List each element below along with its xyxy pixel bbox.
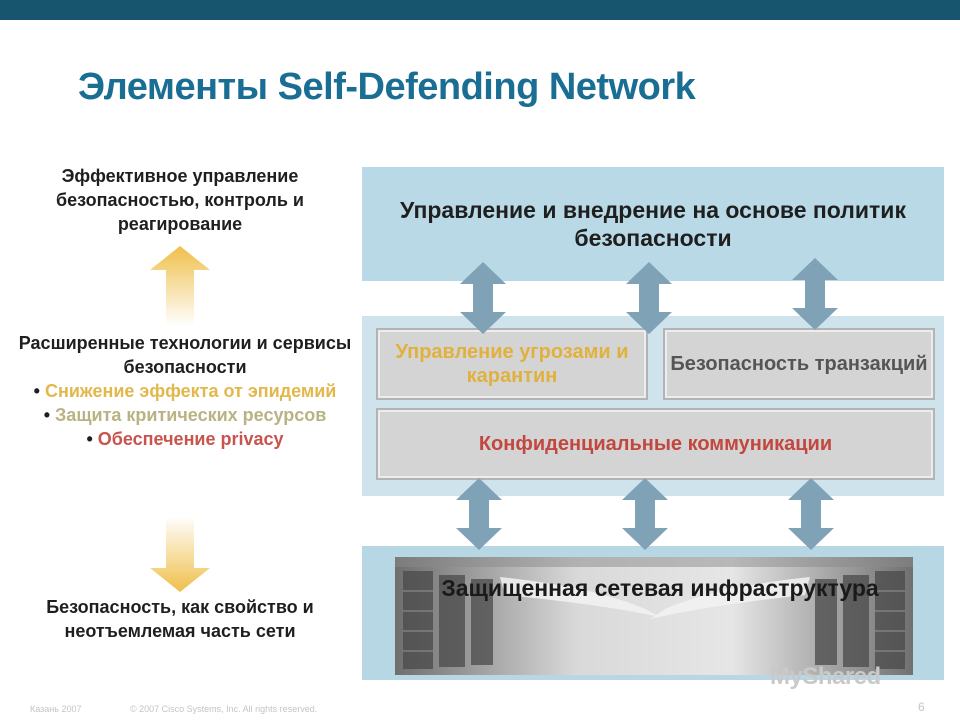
bullet-item: • Защита критических ресурсов — [15, 403, 355, 427]
double-arrow-icon — [622, 478, 668, 550]
server-room-image — [395, 557, 913, 675]
threat-box: Управление угрозами и карантин — [376, 328, 648, 400]
policy-band — [362, 167, 944, 281]
left-bottom-text: Безопасность, как свойство и неотъемлема… — [46, 597, 314, 641]
page-number: 6 — [918, 700, 925, 714]
arrow-down-icon — [150, 516, 210, 592]
confidential-box: Конфиденциальные коммуникации — [376, 408, 935, 480]
bullet-item: • Обеспечение privacy — [15, 427, 355, 451]
double-arrow-icon — [456, 478, 502, 550]
bullet-text: Защита критических ресурсов — [55, 405, 327, 425]
transaction-box-label: Безопасность транзакций — [670, 353, 928, 375]
double-arrow-icon — [626, 262, 672, 334]
left-mid-block: Расширенные технологии и сервисы безопас… — [15, 331, 355, 451]
bullet-glyph: • — [86, 429, 93, 449]
left-mid-heading: Расширенные технологии и сервисы безопас… — [18, 333, 352, 377]
double-arrow-icon — [788, 478, 834, 550]
bullet-item: • Снижение эффекта от эпидемий — [15, 379, 355, 403]
threat-box-label: Управление угрозами и карантин — [395, 341, 629, 387]
infrastructure-label: Защищенная сетевая инфраструктура — [441, 575, 879, 601]
left-top-text: Эффективное управление безопасностью, ко… — [56, 166, 304, 234]
transaction-box: Безопасность транзакций — [663, 328, 935, 400]
confidential-box-label: Конфиденциальные коммуникации — [478, 433, 833, 455]
bullet-text: Снижение эффекта от эпидемий — [44, 381, 337, 401]
footer-location: Казань 2007 — [30, 704, 82, 714]
bullet-text: Обеспечение privacy — [97, 429, 284, 449]
double-arrow-icon — [792, 258, 838, 330]
policy-band-label: Управление и внедрение на основе политик… — [400, 197, 906, 251]
page-title: Элементы Self-Defending Network — [78, 66, 696, 108]
watermark-logo: MyShared — [770, 663, 881, 690]
bullet-glyph: • — [33, 381, 40, 401]
bullet-glyph: • — [43, 405, 51, 425]
header-bar — [0, 0, 960, 20]
footer-copyright: © 2007 Cisco Systems, Inc. All rights re… — [130, 704, 318, 714]
arrow-up-icon — [150, 246, 210, 326]
double-arrow-icon — [460, 262, 506, 334]
